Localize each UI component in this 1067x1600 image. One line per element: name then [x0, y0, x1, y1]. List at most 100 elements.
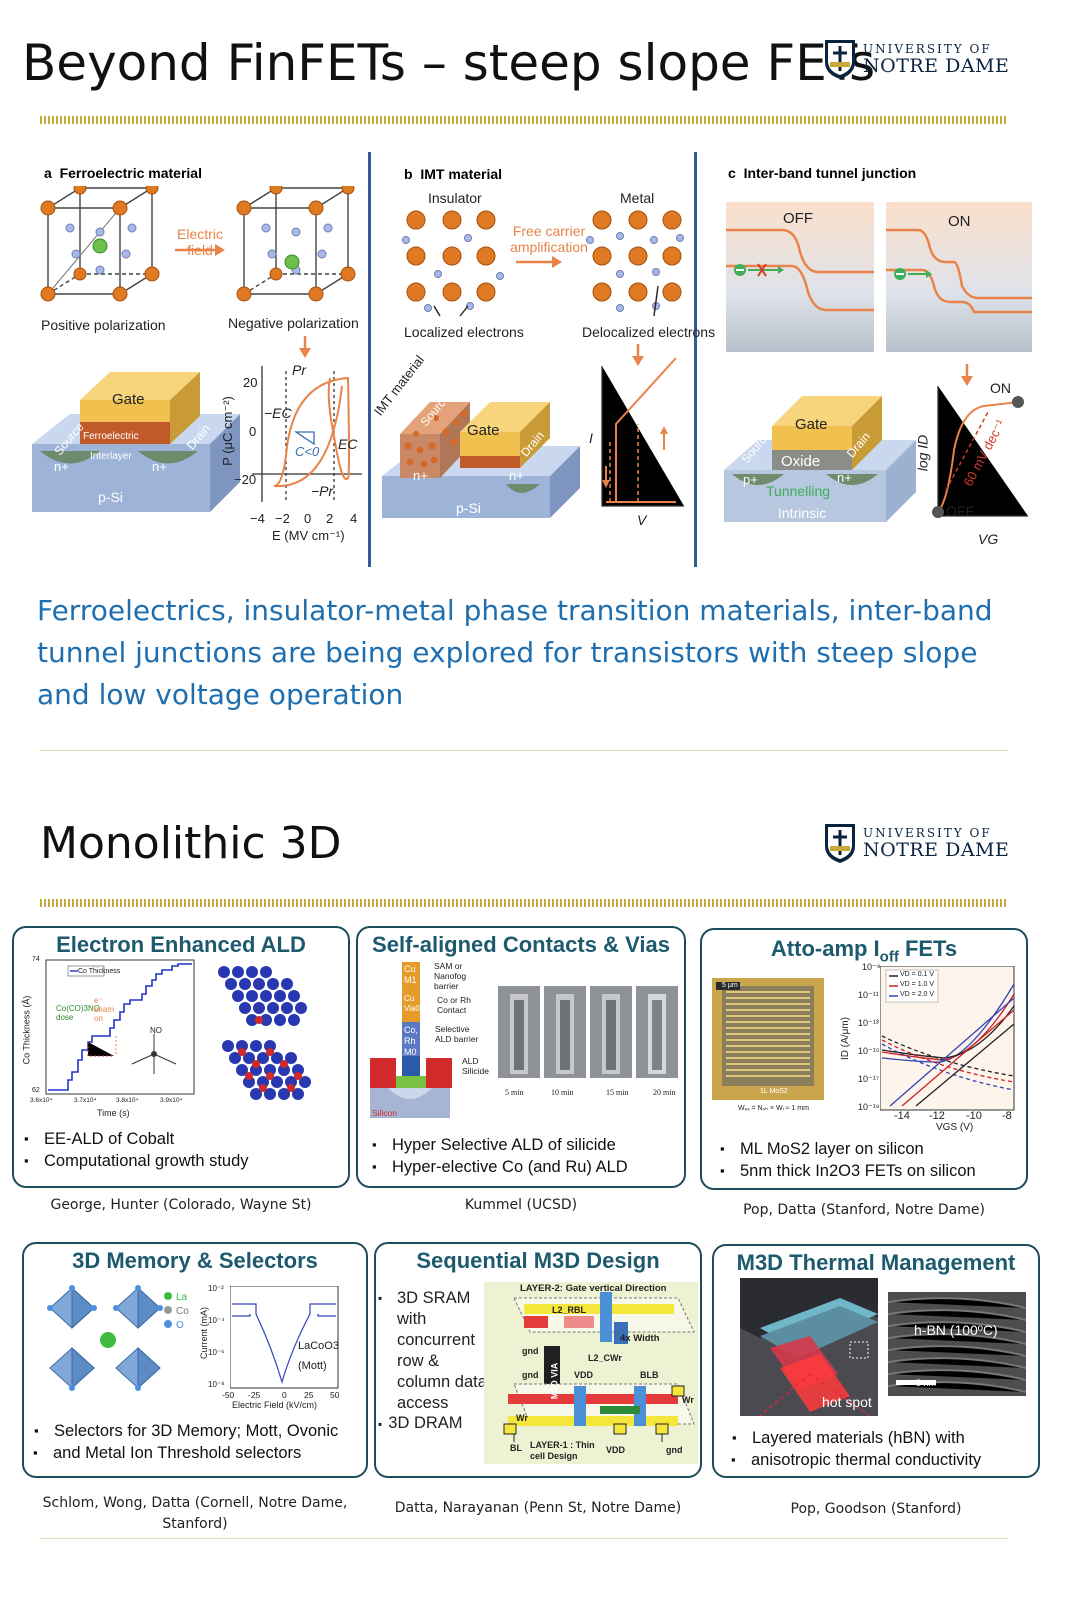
device-label: 1L MoS2 — [760, 1088, 788, 1095]
card-credit: Pop, Goodson (Stanford) — [790, 1501, 962, 1517]
selector-iv-plot — [230, 1286, 339, 1389]
gate-label: Gate — [467, 422, 500, 439]
y-tick: 10⁻¹⁹ — [858, 1102, 880, 1112]
bullet-item: EE-ALD of Cobalt — [24, 1128, 249, 1150]
oxide-label: Oxide — [781, 453, 821, 470]
bullet-item: ML MoS2 layer on silicon — [720, 1138, 976, 1160]
slide1-title: Beyond FinFETs – steep slope FETs — [22, 34, 876, 92]
time-label: 10 min — [551, 1088, 574, 1097]
vg-axis-label: VG — [978, 531, 999, 547]
dose-annotation: Co(CO)3NO dose — [56, 1004, 101, 1022]
logo-line2: NOTRE DAME — [863, 838, 1010, 861]
negative-capacitance-label: C<0 — [295, 444, 320, 459]
bullet-item: 5nm thick In2O3 FETs on silicon — [720, 1160, 976, 1182]
university-seal-icon — [825, 40, 855, 79]
y-tick: 10⁻² — [208, 1284, 224, 1293]
x-tick: −2 — [275, 511, 290, 526]
y-axis-label: P (μC cm⁻²) — [219, 396, 235, 466]
off-point-label: OFF — [946, 503, 974, 519]
vdd-label: VDD — [574, 1370, 594, 1380]
m3d-bullet-sram: ▪3D SRAM with concurrent row & column da… — [378, 1289, 487, 1412]
sam-label: SAM or Nanofog barrier — [434, 961, 467, 991]
cwr-label: L2_CWr — [588, 1353, 622, 1363]
x-tick: -10 — [966, 1110, 982, 1122]
id-vg-plot — [880, 966, 1015, 1111]
slide1-summary: Ferroelectrics, insulator-metal phase tr… — [37, 594, 993, 711]
x-tick: 50 — [330, 1390, 340, 1400]
ferroelectric-crystal-figure — [32, 186, 362, 512]
x-tick: 0 — [304, 511, 312, 526]
bullet-item: Computational growth study — [24, 1150, 249, 1172]
o-dot-icon — [164, 1320, 172, 1328]
x-axis-label: Time (s) — [97, 1108, 130, 1118]
on-state-label: ON — [948, 213, 971, 230]
perovskite-structure-image — [47, 1285, 163, 1391]
legend-entry: VD = 2.0 V — [900, 991, 935, 998]
panel-a-heading: a Ferroelectric material — [44, 165, 202, 181]
scale-bar-label: 5 μm — [722, 982, 738, 989]
stack-label: Co, Rh M0 — [404, 1025, 419, 1057]
x-tick: 4 — [350, 511, 358, 526]
negative-polarization-label: Negative polarization — [228, 315, 359, 331]
bl-label: BL — [510, 1443, 522, 1453]
stack-label: Cu M1 — [404, 964, 417, 985]
time-label: 20 min — [653, 1088, 676, 1097]
electric-field-label: Electric field — [177, 226, 223, 258]
y-tick: 10⁻⁸ — [208, 1380, 225, 1389]
bullet-item-continuation: and Metal Ion Threshold selectors — [33, 1442, 338, 1464]
y-tick: 10⁻⁹ — [862, 962, 881, 972]
logo-line1: UNIVERSITY OF — [863, 825, 992, 840]
ferroelectric-label: Ferroelectric — [83, 431, 139, 442]
x-tick: -12 — [929, 1110, 945, 1122]
bullet-item: Layered materials (hBN) with — [732, 1427, 981, 1449]
sram-layout-diagram — [484, 1282, 698, 1464]
y-tick: 10⁻¹⁷ — [858, 1074, 880, 1084]
card-title: Self-aligned Contacts & Vias — [372, 932, 670, 957]
bullet-item-continuation: anisotropic thermal conductivity — [731, 1449, 981, 1471]
panel-b-heading: b IMT material — [404, 166, 503, 182]
x-tick: -50 — [222, 1390, 235, 1400]
card-title: 3D Memory & Selectors — [72, 1248, 318, 1273]
off-state-label: OFF — [783, 210, 813, 227]
bullet-item: Selectors for 3D Memory; Mott, Ovonic — [34, 1420, 338, 1442]
layer2-label: LAYER-2: Gate vertical Direction — [520, 1283, 667, 1294]
blb-label: BLB — [640, 1370, 659, 1380]
legend-entry: VD = 1.0 V — [900, 981, 935, 988]
plot-legend: Co Thickness — [78, 968, 121, 975]
card-credit: Kummel (UCSD) — [464, 1197, 578, 1213]
card-bullets: Hyper Selective ALD of silicide Hyper-el… — [372, 1134, 628, 1178]
x-tick: 2 — [326, 511, 334, 526]
neg-ec-label: −EC — [264, 405, 292, 421]
neg-pr-label: −Pr — [311, 483, 334, 499]
y-tick: 20 — [243, 375, 258, 390]
y-tick: 74 — [32, 956, 40, 963]
bullet-item: Hyper Selective ALD of silicide — [372, 1134, 628, 1156]
y-tick: 0 — [249, 424, 257, 439]
bullet-item: Hyper-elective Co (and Ru) ALD — [372, 1156, 628, 1178]
stack-label: Cu Via0 — [404, 994, 420, 1013]
x-axis-label: Electric Field (kV/cm) — [232, 1400, 318, 1410]
y-tick: −20 — [234, 472, 257, 487]
ec-label: EC — [338, 436, 358, 452]
x-tick: 3.9x10⁴ — [160, 1097, 183, 1104]
time-label: 15 min — [606, 1088, 629, 1097]
contact-stack-diagram — [370, 962, 452, 1118]
ebeam-annotation: e⁻ beam on — [94, 996, 115, 1023]
card-title: M3D Thermal Management — [736, 1250, 1016, 1275]
x-axis-label: VGS (V) — [936, 1122, 974, 1133]
slide2-bottom-rule — [40, 1538, 1008, 1539]
legend-o: O — [164, 1320, 184, 1331]
substrate-label: p-Si — [98, 489, 123, 505]
tunnel-junction-figure — [724, 202, 1032, 522]
m3d-bullet-dram: ▪3D DRAM — [378, 1414, 463, 1432]
x-tick: −4 — [250, 511, 265, 526]
material-label: LaCoO3 — [298, 1340, 339, 1352]
on-point-label: ON — [990, 380, 1011, 396]
p-plus-label: p+ — [743, 472, 758, 487]
slide1-bottom-rule — [40, 750, 1008, 751]
panel-divider — [694, 152, 697, 567]
delocalized-electrons-label: Delocalized electrons — [582, 324, 716, 340]
wr-label: Wr — [682, 1395, 694, 1405]
y-tick: 10⁻¹¹ — [858, 990, 879, 1000]
x-axis-label: E (MV cm⁻¹) — [272, 528, 345, 543]
